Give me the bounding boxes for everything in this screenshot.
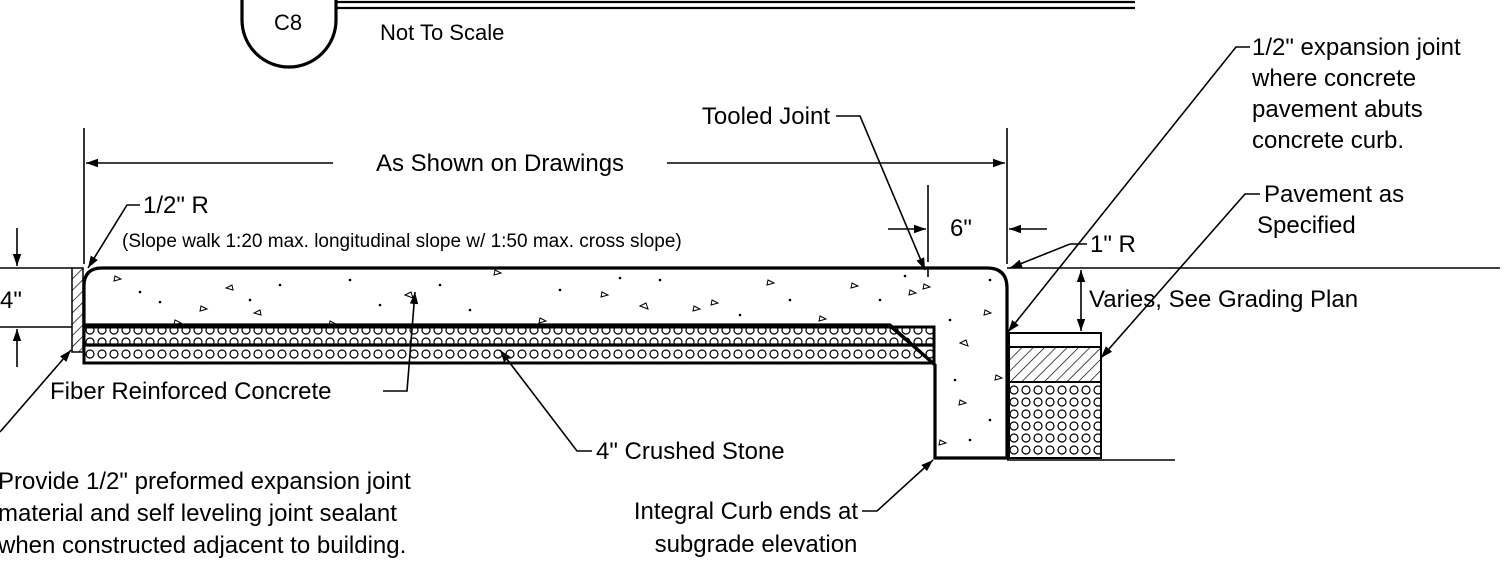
- radius-one: 1" R: [1090, 231, 1136, 258]
- fiber-concrete-label: Fiber Reinforced Concrete: [50, 378, 331, 405]
- crushed-stone-label: 4" Crushed Stone: [596, 438, 785, 465]
- concrete-dots: [138, 274, 992, 442]
- as-shown-label: As Shown on Drawings: [376, 150, 624, 177]
- pavement-section: [1007, 267, 1500, 461]
- expansion-joint-callout: 1/2" expansion joint where concrete pave…: [1007, 34, 1461, 333]
- title-block: C8 Not To Scale: [240, 0, 1135, 69]
- concrete-slab: [82, 266, 1009, 460]
- pavement-line-1: Pavement as: [1264, 181, 1404, 208]
- expansion-line-3: pavement abuts: [1252, 96, 1423, 123]
- detail-bubble: [240, 0, 338, 69]
- slope-note: (Slope walk 1:20 max. longitudinal slope…: [122, 231, 682, 252]
- overall-dimension: As Shown on Drawings: [83, 128, 1008, 264]
- building-expansion-joint: [71, 267, 84, 353]
- curb-line-1: Integral Curb ends at: [634, 498, 858, 525]
- four-inch-dimension: 4": [0, 228, 72, 367]
- provide-line-3: when constructed adjacent to building.: [0, 532, 406, 559]
- dim-4: 4": [0, 287, 22, 314]
- varies-dimension: Varies, See Grading Plan: [1076, 270, 1358, 331]
- integral-curb-callout: Integral Curb ends at subgrade elevation: [634, 459, 934, 558]
- crushed-stone-callout: 4" Crushed Stone: [499, 349, 785, 465]
- crushed-stone-base: [82, 325, 936, 366]
- radius-half: 1/2" R: [143, 192, 209, 219]
- pavement-callout: Pavement as Specified: [1100, 181, 1404, 359]
- half-inch-radius-callout: 1/2" R (Slope walk 1:20 max. longitudina…: [87, 192, 682, 269]
- one-inch-radius-callout: 1" R: [1009, 231, 1136, 269]
- dim-6: 6": [950, 215, 972, 242]
- fiber-concrete-callout: Fiber Reinforced Concrete: [50, 291, 419, 405]
- provide-line-1: Provide 1/2" preformed expansion joint: [0, 468, 411, 495]
- detail-number: C8: [274, 10, 302, 35]
- expansion-line-1: 1/2" expansion joint: [1252, 34, 1461, 61]
- scale-note: Not To Scale: [380, 20, 504, 45]
- provide-line-2: material and self leveling joint sealant: [0, 500, 397, 527]
- expansion-line-2: where concrete: [1251, 65, 1416, 92]
- six-inch-dimension: 6": [888, 185, 1047, 262]
- expansion-line-4: concrete curb.: [1252, 127, 1404, 154]
- provide-joint-callout: Provide 1/2" preformed expansion joint m…: [0, 349, 411, 559]
- curb-line-2: subgrade elevation: [655, 531, 858, 558]
- concrete-speckle: [113, 269, 1004, 446]
- varies-label: Varies, See Grading Plan: [1089, 286, 1358, 313]
- tooled-joint-callout: Tooled Joint: [702, 103, 926, 271]
- tooled-joint-label: Tooled Joint: [702, 103, 830, 130]
- pavement-line-2: Specified: [1257, 212, 1356, 239]
